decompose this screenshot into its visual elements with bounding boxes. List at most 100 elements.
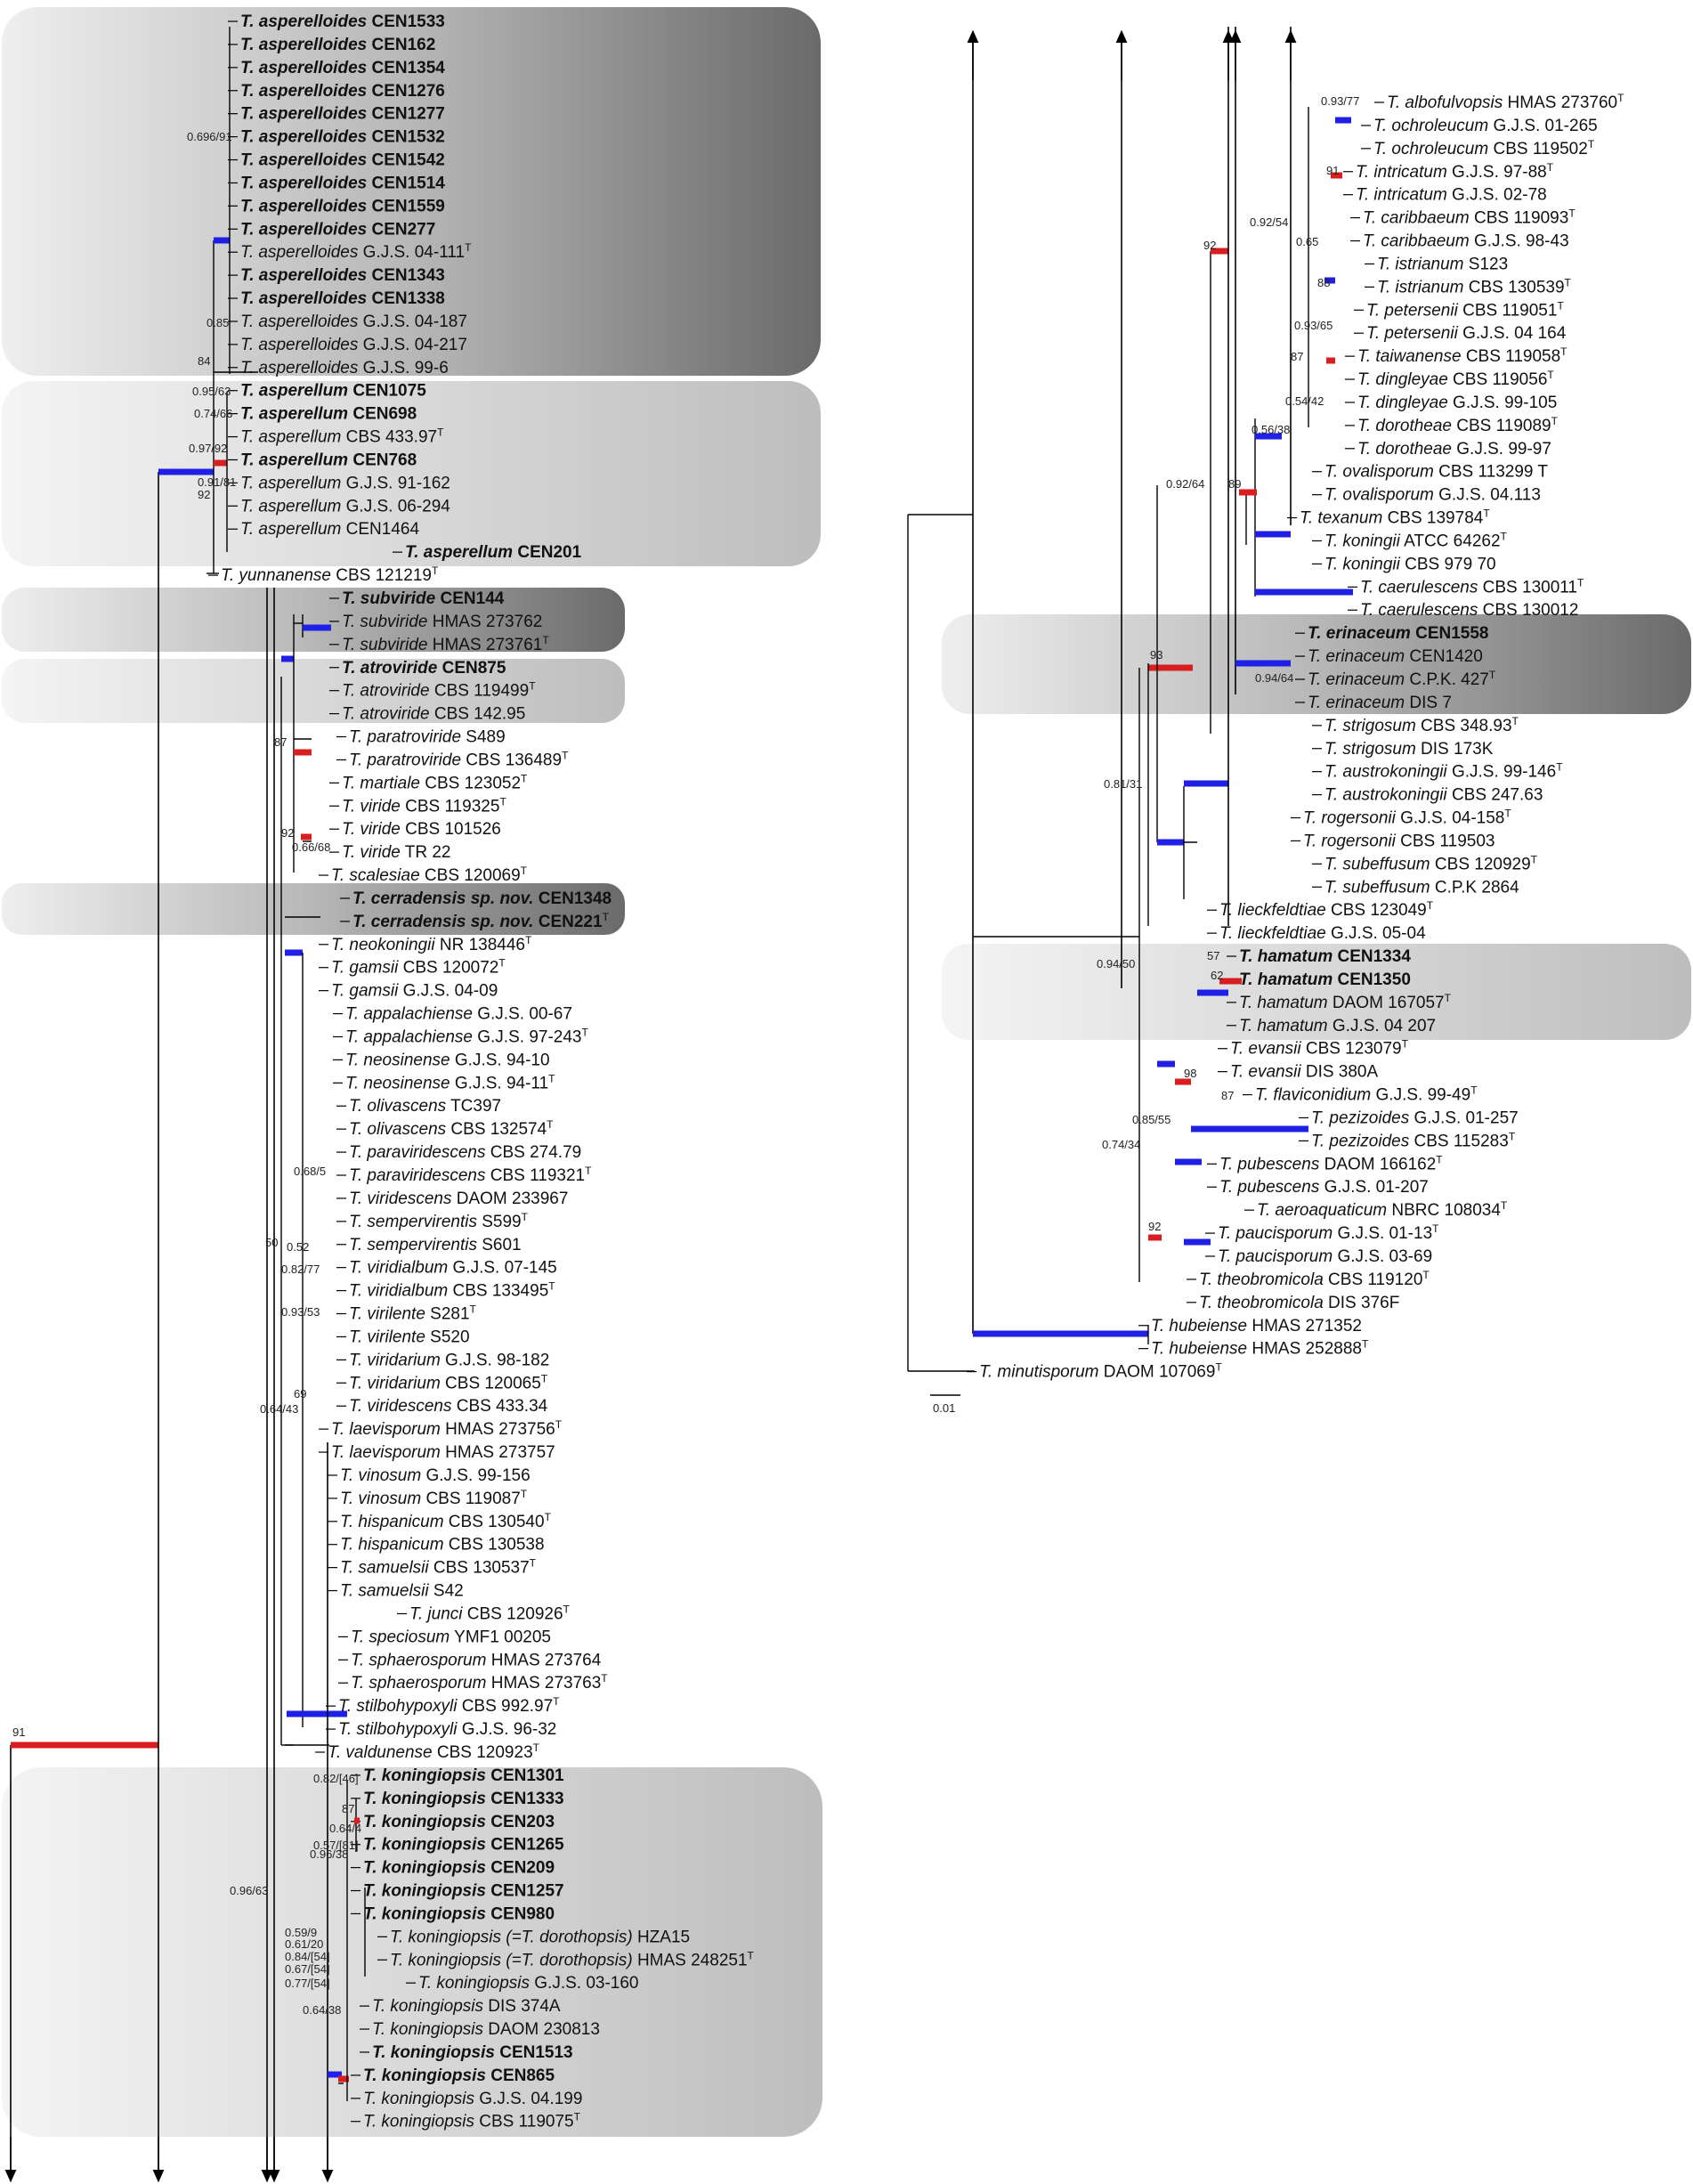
support-value: 87 <box>1291 350 1303 363</box>
taxon-label: T. asperelloides CEN1338 <box>240 289 445 308</box>
taxon-label: T. koningiopsis CEN1333 <box>363 1790 564 1808</box>
taxon-label: T. scalesiae CBS 120069T <box>331 865 528 885</box>
taxon-label: T. koningiopsis G.J.S. 03-160 <box>418 1974 639 1993</box>
support-value: 0.95/63 <box>192 385 231 398</box>
taxon-label: T. koningiopsis CEN865 <box>363 2066 555 2085</box>
taxon-label: T. erinaceum DIS 7 <box>1308 694 1452 712</box>
taxon-label: T. koningiopsis CEN203 <box>363 1813 555 1831</box>
taxon-label: T. rogersonii G.J.S. 04-158T <box>1303 808 1511 828</box>
support-value: 0.84/[54] <box>285 1950 330 1963</box>
taxon-label: T. rogersonii CBS 119503 <box>1303 832 1495 850</box>
taxon-label: T. samuelsii CBS 130537T <box>340 1557 537 1578</box>
taxon-label: T. erinaceum CEN1558 <box>1308 624 1488 643</box>
taxon-label: T. austrokoningii CBS 247.63 <box>1324 786 1543 805</box>
clade-box-subviride <box>2 588 625 652</box>
taxon-label: T. theobromicola DIS 376F <box>1199 1294 1399 1312</box>
taxon-label: T. neosinense G.J.S. 94-11T <box>345 1072 555 1092</box>
taxon-label: T. laevisporum HMAS 273757 <box>331 1443 555 1462</box>
taxon-label: T. koningiopsis G.J.S. 04.199 <box>363 2090 582 2108</box>
taxon-label: T. atroviride CBS 119499T <box>342 680 536 701</box>
taxon-label: T. subeffusum C.P.K 2864 <box>1324 878 1519 897</box>
taxon-label: T. caribbaeum CBS 119093T <box>1363 207 1576 228</box>
support-value: 0.92/54 <box>1250 215 1288 229</box>
support-value: 92 <box>198 488 210 501</box>
taxon-label: T. virilente S520 <box>349 1327 470 1346</box>
taxon-label: T. hamatum DAOM 167057T <box>1239 992 1452 1012</box>
taxon-label: T. caerulescens CBS 130012 <box>1360 601 1578 620</box>
support-value: 91 <box>1326 164 1339 177</box>
taxon-label: T. speciosum YMF1 00205 <box>351 1628 551 1646</box>
taxon-label: T. evansii CBS 123079T <box>1230 1038 1409 1059</box>
support-value: 0.96/38 <box>310 1847 348 1861</box>
support-value: 0.56/38 <box>1252 423 1290 436</box>
support-value: 92 <box>1148 1220 1161 1233</box>
taxon-label: T. flaviconidium G.J.S. 99-49T <box>1255 1084 1478 1105</box>
support-value: 0.93/65 <box>1294 319 1333 332</box>
taxon-label: T. erinaceum CEN1420 <box>1308 647 1483 666</box>
taxon-label: T. lieckfeldtiae CBS 123049T <box>1219 899 1434 920</box>
support-value: 0.64/4 <box>329 1822 361 1835</box>
taxon-label: T. viridescens CBS 433.34 <box>349 1397 548 1416</box>
taxon-label: T. hubeiense HMAS 252888T <box>1151 1338 1369 1359</box>
support-value: 0.696/91 <box>187 130 232 143</box>
taxon-label: T. paraviridescens CBS 274.79 <box>349 1143 581 1162</box>
support-value: 0.82/[46] <box>313 1772 359 1785</box>
taxon-label: T. vinosum G.J.S. 99-156 <box>340 1466 531 1485</box>
taxon-label: T. subviride CEN144 <box>342 589 505 608</box>
taxon-label: T. sempervirentis S601 <box>349 1236 522 1254</box>
taxon-label: T. sphaerosporum HMAS 273764 <box>351 1651 602 1669</box>
support-value: 69 <box>294 1387 306 1401</box>
taxon-label: T. subviride HMAS 273761T <box>342 634 549 654</box>
taxon-label: T. dingleyae G.J.S. 99-105 <box>1357 394 1557 412</box>
taxon-label: T. koningiopsis CEN1301 <box>363 1766 564 1785</box>
taxon-label: T. neosinense G.J.S. 94-10 <box>345 1051 550 1069</box>
taxon-label: T. austrokoningii G.J.S. 99-146T <box>1324 761 1563 782</box>
taxon-label: T. minutisporum DAOM 107069T <box>979 1361 1222 1382</box>
taxon-label: T. vinosum CBS 119087T <box>340 1488 528 1508</box>
taxon-label: T. asperelloides CEN1276 <box>240 82 445 101</box>
support-value: 84 <box>198 354 210 368</box>
support-value: 50 <box>265 1236 278 1249</box>
taxon-label: T. dingleyae CBS 119056T <box>1357 369 1554 389</box>
taxon-label: T. pubescens G.J.S. 01-207 <box>1219 1178 1429 1197</box>
taxon-label: T. caribbaeum G.J.S. 98-43 <box>1363 232 1569 251</box>
taxon-label: T. asperelloides CEN1277 <box>240 105 445 124</box>
scale-bar-label: 0.01 <box>933 1401 955 1415</box>
taxon-label: T. asperelloides G.J.S. 99-6 <box>240 359 449 378</box>
taxon-label: T. asperellum G.J.S. 06-294 <box>240 497 450 516</box>
taxon-label: T. appalachiense G.J.S. 00-67 <box>345 1005 572 1024</box>
clade-highlight-boxes <box>2 7 1691 2137</box>
taxon-label: T. valdunense CBS 120923T <box>328 1742 540 1762</box>
support-value: 0.92/64 <box>1166 477 1204 491</box>
support-value: 0.96/63 <box>230 1884 268 1897</box>
taxon-label: T. dorotheae CBS 119089T <box>1357 415 1559 435</box>
taxon-label: T. caerulescens CBS 130011T <box>1360 576 1584 597</box>
support-value: 88 <box>1317 276 1330 289</box>
taxon-label: T. intricatum G.J.S. 02-78 <box>1356 186 1547 205</box>
taxon-label: T. hubeiense HMAS 271352 <box>1151 1317 1362 1336</box>
taxon-label: T. subviride HMAS 273762 <box>342 613 542 631</box>
taxon-label: T. asperellum CEN201 <box>405 543 582 562</box>
support-value: 0.93/77 <box>1321 94 1359 108</box>
support-value: 0.61/20 <box>285 1937 323 1951</box>
taxon-label: T. paraviridescens CBS 119321T <box>349 1165 592 1185</box>
taxon-label: T. intricatum G.J.S. 97-88T <box>1356 161 1554 182</box>
taxon-label: T. koningiopsis CEN980 <box>363 1904 555 1923</box>
taxon-label: T. asperelloides CEN1559 <box>240 197 445 215</box>
taxon-label: T. evansii DIS 380A <box>1230 1063 1378 1082</box>
clade-box-cerradensis <box>2 883 625 935</box>
taxon-label: T. asperellum CEN1075 <box>240 382 426 401</box>
taxon-label: T. asperelloides CEN162 <box>240 36 435 54</box>
taxon-label: T. ochroleucum G.J.S. 01-265 <box>1373 117 1598 135</box>
taxon-label: T. petersenii G.J.S. 04 164 <box>1366 324 1567 343</box>
taxon-label: T. paratroviride S489 <box>349 728 506 747</box>
support-value: 0.94/50 <box>1097 957 1135 970</box>
taxon-label: T. asperelloides G.J.S. 04-217 <box>240 336 467 354</box>
taxon-label: T. sphaerosporum HMAS 273763T <box>351 1672 608 1693</box>
taxon-label: T. sempervirentis S599T <box>349 1211 529 1231</box>
support-value: 0.93/53 <box>281 1305 320 1319</box>
taxon-label: T. paucisporum G.J.S. 03-69 <box>1218 1247 1432 1266</box>
clade-box-asperellum <box>2 381 821 566</box>
